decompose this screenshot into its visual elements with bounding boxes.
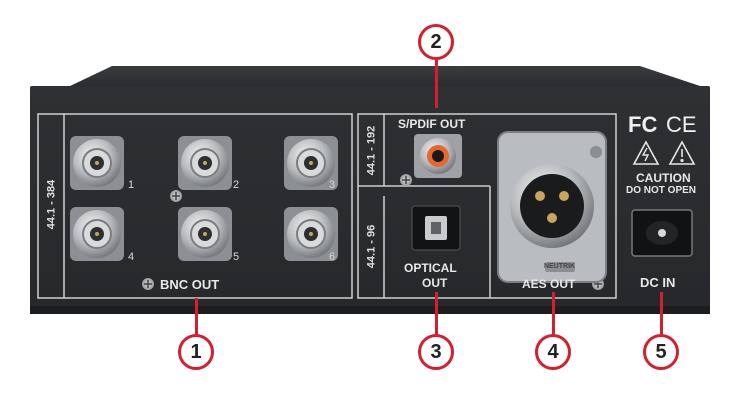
bnc-connector-3	[284, 136, 338, 190]
xlr-aes-connector	[497, 131, 607, 283]
bnc-connector-5	[178, 207, 232, 261]
bnc-port-number-4: 4	[128, 251, 135, 263]
screw-icon	[400, 174, 412, 186]
caution-title: CAUTION	[636, 171, 691, 185]
bnc-connectors	[70, 136, 338, 261]
spdif-out-label: S/PDIF OUT	[398, 117, 466, 131]
callout-stem-1	[195, 298, 198, 336]
fc-mark: FC	[628, 112, 658, 137]
bnc-rate-label: 44.1 - 384	[45, 179, 58, 230]
optical-out-label-line2: OUT	[422, 276, 448, 290]
callout-1: 1	[178, 334, 214, 370]
chassis-top	[70, 66, 700, 86]
exclamation-warning-icon	[668, 140, 696, 165]
optical-rate-label: 44.1 - 96	[365, 224, 378, 269]
bnc-port-number-2: 2	[233, 179, 240, 191]
callout-4: 4	[535, 334, 571, 370]
spdif-rate-label: 44.1 - 192	[365, 125, 378, 176]
caution-icons	[632, 140, 696, 165]
callout-stem-2	[435, 58, 438, 108]
bnc-out-label: BNC OUT	[160, 277, 220, 292]
callout-stem-5	[660, 292, 663, 336]
bnc-port-number-1: 1	[128, 179, 135, 191]
screw-icon	[170, 190, 182, 202]
bnc-port-number-3: 3	[329, 179, 336, 191]
bnc-connector-6	[284, 207, 338, 261]
chassis-base	[30, 306, 710, 314]
bnc-connector-1	[70, 136, 124, 190]
callout-stem-4	[552, 292, 555, 336]
callout-3: 3	[418, 334, 454, 370]
bnc-connector-4	[70, 207, 124, 261]
dc-power-jack	[631, 209, 693, 257]
spdif-section-outline	[357, 113, 617, 299]
callout-5: 5	[643, 334, 679, 370]
bnc-connector-2	[178, 136, 232, 190]
optical-out-label-line1: OPTICAL	[404, 261, 457, 275]
aes-brand-label: NEUTRIK	[544, 263, 576, 270]
aes-out-label: AES OUT	[522, 277, 576, 291]
lightning-warning-icon	[632, 140, 660, 165]
screw-icon	[142, 278, 154, 290]
bnc-port-number-5: 5	[233, 251, 240, 263]
bnc-port-number-6: 6	[329, 251, 336, 263]
caution-text: DO NOT OPEN	[626, 185, 697, 196]
rca-spdif-connector	[414, 134, 462, 178]
section-outlines	[37, 113, 617, 299]
callout-2: 2	[418, 24, 454, 60]
optical-toslink-connector	[411, 205, 461, 251]
ce-mark: CE	[666, 112, 697, 137]
callout-stem-3	[435, 292, 438, 336]
dc-in-label: DC IN	[640, 275, 676, 290]
